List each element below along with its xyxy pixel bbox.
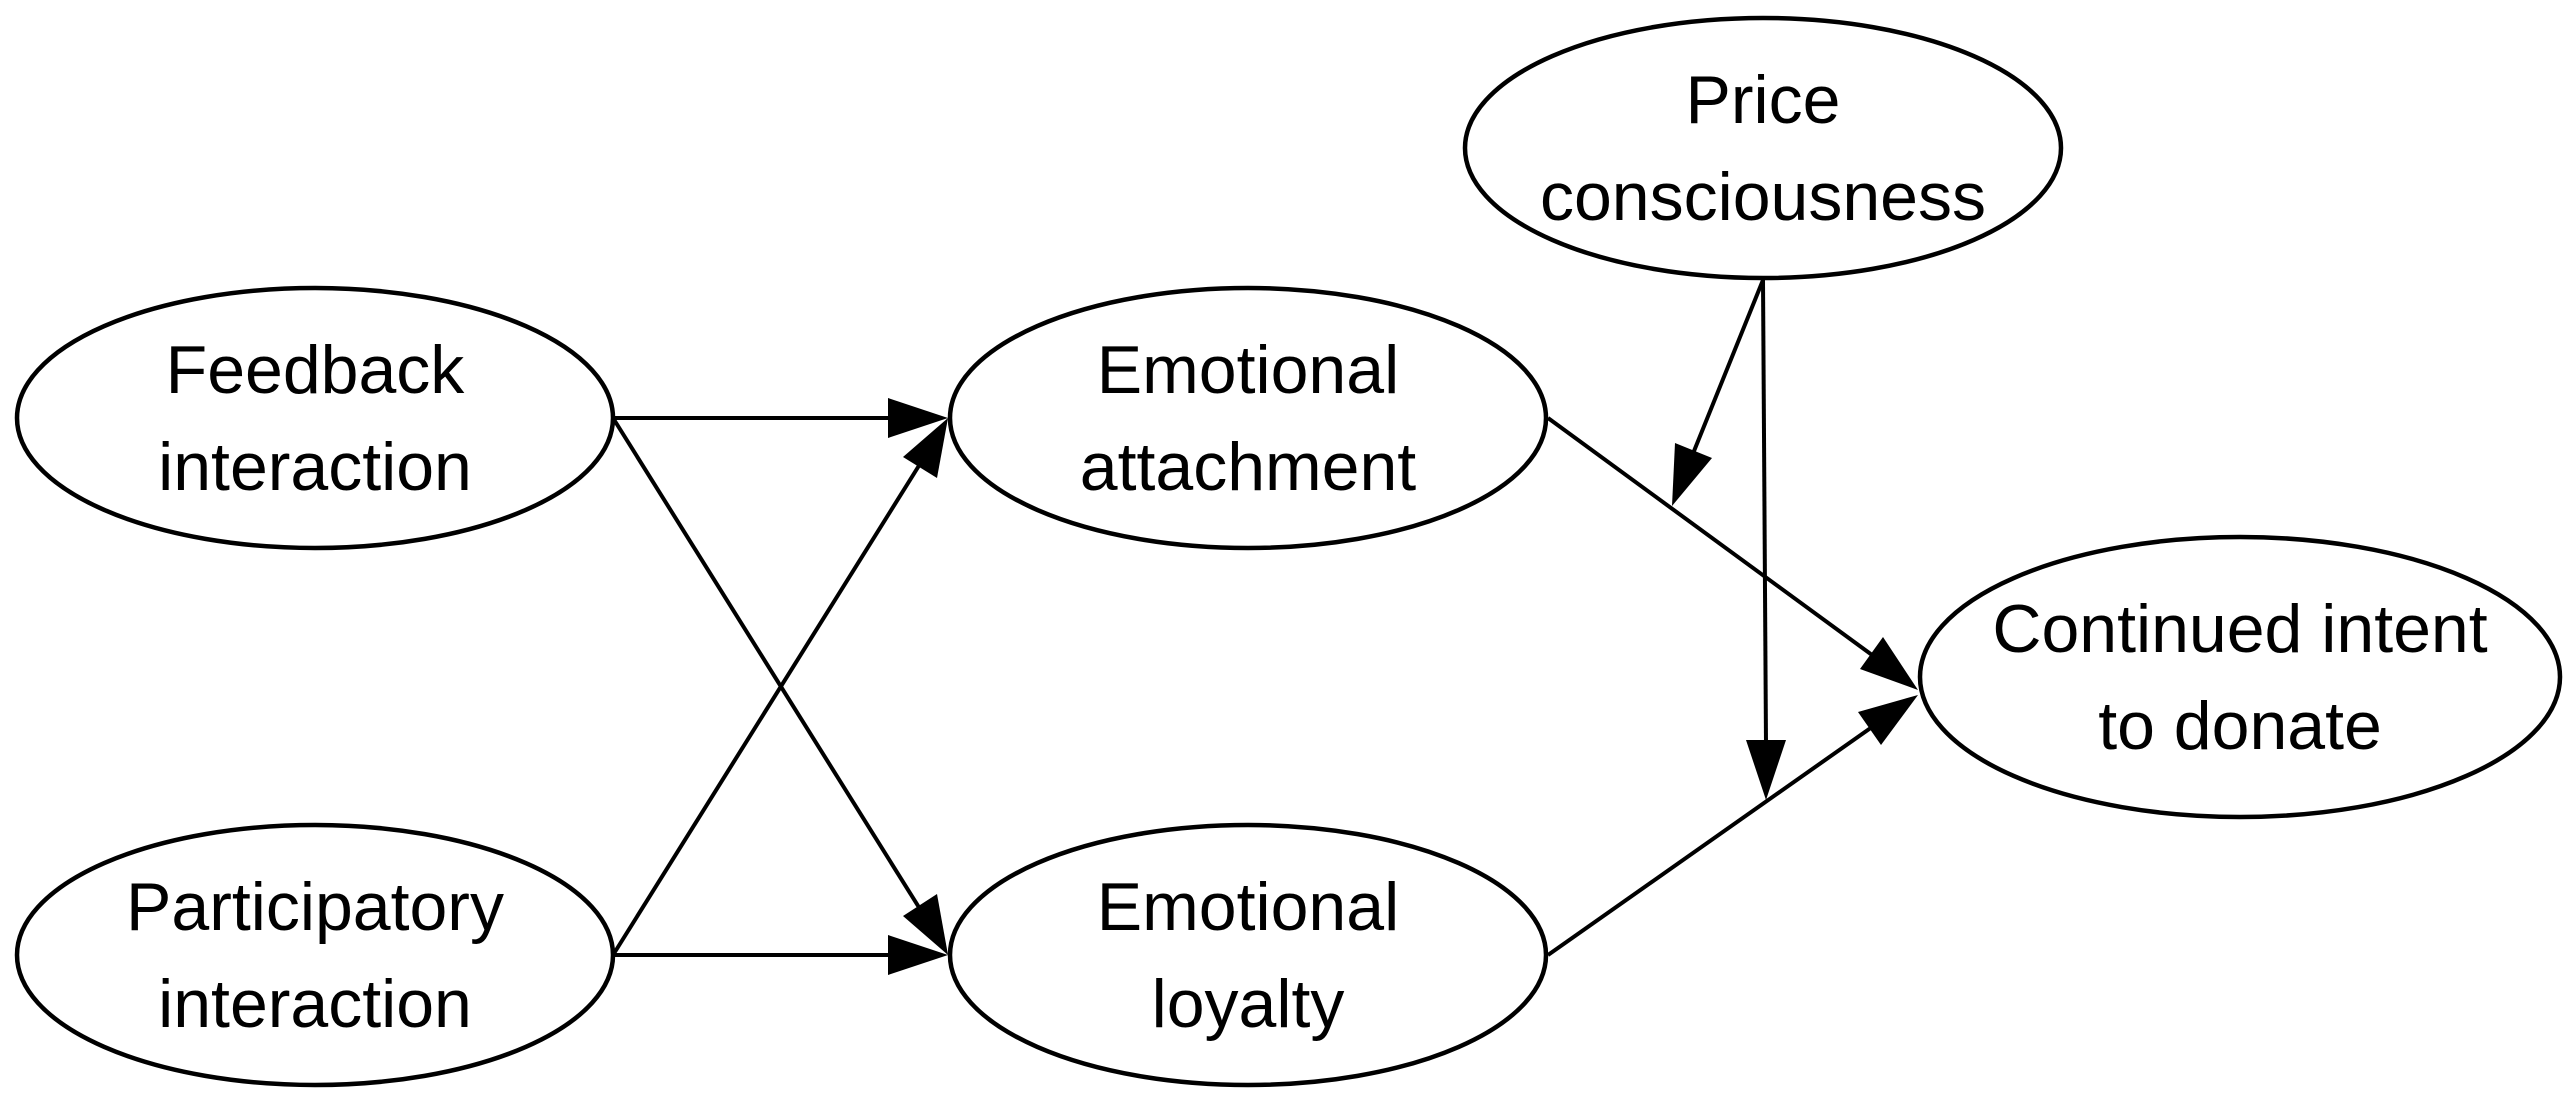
node-emotional-attachment: Emotional attachment (947, 285, 1549, 551)
node-label-line: Emotional (1097, 869, 1399, 945)
node-price-consciousness: Price consciousness (1462, 15, 2064, 281)
node-label-line: Emotional (1097, 332, 1399, 408)
node-continued-intent-to-donate: Continued intent to donate (1917, 534, 2563, 820)
edge-attachment-to-intent (1546, 416, 1918, 690)
node-label-line: Price (1686, 62, 1841, 138)
node-label-line: attachment (1080, 429, 1417, 505)
edge-feedback-to-loyalty (611, 416, 948, 955)
node-label-line: Participatory (126, 869, 504, 945)
node-label-line: to donate (2098, 688, 2382, 764)
edge-participatory-to-loyalty (613, 935, 948, 975)
node-emotional-loyalty: Emotional loyalty (947, 822, 1549, 1088)
edge-feedback-to-attachment (613, 398, 948, 438)
edge-price-moderates-loyalty-path (1746, 279, 1786, 800)
node-participatory-interaction: Participatory interaction (14, 822, 616, 1088)
node-label-line: Feedback (166, 332, 466, 408)
edge-price-moderates-attachment-path (1672, 279, 1765, 506)
node-label-line: interaction (158, 966, 472, 1042)
edge-participatory-to-attachment (611, 418, 948, 957)
node-feedback-interaction: Feedback interaction (14, 285, 616, 551)
node-label-line: interaction (158, 429, 472, 505)
node-label-line: loyalty (1152, 966, 1345, 1042)
node-label-line: Continued intent (1992, 591, 2487, 667)
edges (611, 279, 1918, 975)
nodes: Feedback interaction Participatory inter… (14, 15, 2563, 1088)
node-label-line: consciousness (1540, 159, 1986, 235)
edge-loyalty-to-intent (1546, 695, 1918, 957)
